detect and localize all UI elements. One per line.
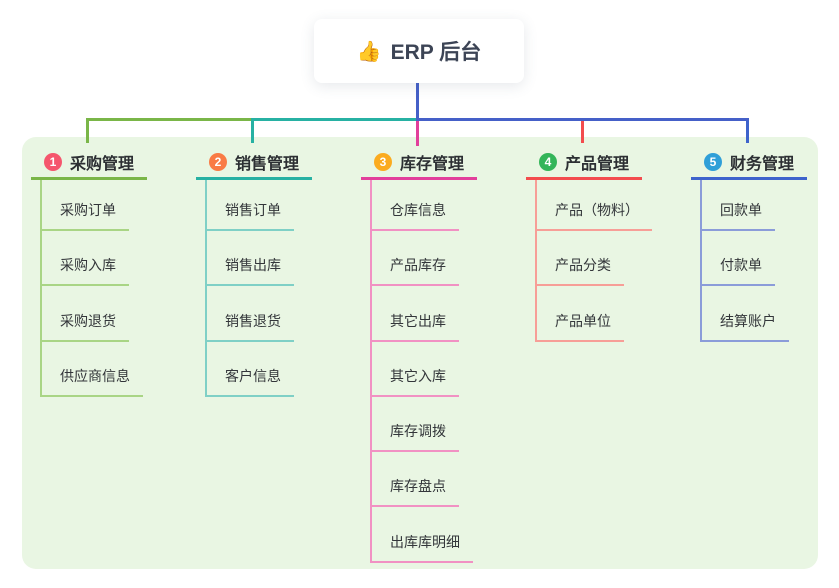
- child-node-label: 产品单位: [555, 312, 611, 329]
- thumbs-up-icon: 👍: [356, 40, 382, 63]
- branch-5-child-node[interactable]: 回款单: [702, 180, 775, 231]
- branch-3-label: 库存管理: [400, 155, 465, 173]
- branch-3-children: 仓库信息产品库存其它出库其它入库库存调拨库存盘点出库库明细: [370, 180, 473, 563]
- child-node-label: 出库库明细: [390, 533, 460, 550]
- branch-4-node[interactable]: 4 产品管理: [526, 146, 642, 180]
- branch-4-child-node[interactable]: 产品单位: [537, 286, 624, 342]
- branch-2-label: 销售管理: [235, 155, 300, 173]
- child-node-label: 回款单: [720, 202, 762, 218]
- branch-5-child-node[interactable]: 结算账户: [702, 286, 789, 342]
- connector-bus-green: [85, 118, 254, 121]
- branch-3-child-node[interactable]: 产品库存: [372, 231, 459, 287]
- connector-drop-branch-4: [580, 118, 584, 143]
- branch-1-child-node[interactable]: 采购退货: [42, 286, 129, 342]
- branch-5-child-node[interactable]: 付款单: [702, 231, 775, 287]
- branch-1-child-node[interactable]: 采购入库: [42, 231, 129, 287]
- child-node-label: 采购退货: [60, 312, 116, 329]
- child-node-label: 结算账户: [720, 312, 776, 329]
- branch-5-node[interactable]: 5 财务管理: [691, 146, 807, 180]
- child-node-label: 采购订单: [60, 202, 116, 218]
- branch-1-label: 采购管理: [70, 155, 135, 173]
- child-node-label: 采购入库: [60, 257, 116, 274]
- child-node-label: 销售订单: [225, 202, 281, 218]
- branch-2-child-node[interactable]: 销售出库: [207, 231, 294, 287]
- child-node-label: 库存盘点: [390, 478, 446, 495]
- child-node-label: 产品（物料）: [555, 202, 639, 218]
- branch-5-children: 回款单付款单结算账户: [700, 180, 789, 342]
- branch-4-label: 产品管理: [565, 155, 630, 173]
- branch-3-child-node[interactable]: 其它入库: [372, 342, 459, 397]
- branch-4-children: 产品（物料） 产品分类产品单位: [535, 180, 652, 342]
- child-node-label: 其它出库: [390, 312, 446, 329]
- branch-3-child-node[interactable]: 库存调拨: [372, 397, 459, 453]
- child-node-label: 供应商信息: [60, 367, 130, 384]
- child-node-label: 客户信息: [225, 367, 281, 384]
- connector-bus-blue: [415, 118, 749, 121]
- branch-2-child-node[interactable]: 客户信息: [207, 342, 294, 397]
- branch-1-number-badge: 1: [44, 152, 62, 171]
- branch-2-number-badge: 2: [209, 152, 227, 171]
- branch-1-child-node[interactable]: 采购订单: [42, 180, 129, 231]
- branch-1-child-node[interactable]: 供应商信息: [42, 342, 143, 397]
- branch-1-node[interactable]: 1 采购管理: [31, 146, 147, 180]
- connector-drop-branch-1: [85, 118, 89, 143]
- branch-3-child-node[interactable]: 出库库明细: [372, 507, 473, 563]
- child-node-label: 产品分类: [555, 257, 611, 274]
- branch-3-child-node[interactable]: 库存盘点: [372, 452, 459, 508]
- child-node-label: 仓库信息: [390, 202, 446, 218]
- branch-2-child-node[interactable]: 销售退货: [207, 286, 294, 342]
- branch-4-child-node[interactable]: 产品（物料）: [537, 180, 652, 231]
- connector-drop-branch-2: [250, 118, 254, 143]
- child-node-label: 付款单: [720, 257, 762, 274]
- branch-4-number-badge: 4: [539, 152, 557, 171]
- branches-background-panel: [22, 137, 818, 569]
- branch-2-node[interactable]: 2 销售管理: [196, 146, 312, 180]
- root-node-label: ERP 后台: [390, 41, 482, 64]
- connector-root-line: [415, 83, 419, 121]
- child-node-label: 销售出库: [225, 257, 281, 274]
- branch-3-number-badge: 3: [374, 152, 392, 171]
- branch-5-number-badge: 5: [704, 152, 722, 171]
- branch-2-child-node[interactable]: 销售订单: [207, 180, 294, 231]
- branch-5-label: 财务管理: [730, 155, 795, 173]
- child-node-label: 其它入库: [390, 367, 446, 384]
- child-node-label: 产品库存: [390, 257, 446, 274]
- branch-1-children: 采购订单采购入库采购退货供应商信息: [40, 180, 143, 397]
- branch-2-children: 销售订单销售出库销售退货客户信息: [205, 180, 294, 397]
- branch-3-child-node[interactable]: 仓库信息: [372, 180, 459, 231]
- connector-drop-branch-3: [415, 118, 419, 146]
- branch-4-child-node[interactable]: 产品分类: [537, 231, 624, 287]
- child-node-label: 库存调拨: [390, 423, 446, 440]
- branch-3-child-node[interactable]: 其它出库: [372, 286, 459, 342]
- child-node-label: 销售退货: [225, 312, 281, 329]
- connector-drop-branch-5: [745, 118, 749, 143]
- branch-3-node[interactable]: 3 库存管理: [361, 146, 477, 180]
- connector-bus-teal: [250, 118, 419, 121]
- root-node[interactable]: 👍 ERP 后台: [314, 19, 524, 83]
